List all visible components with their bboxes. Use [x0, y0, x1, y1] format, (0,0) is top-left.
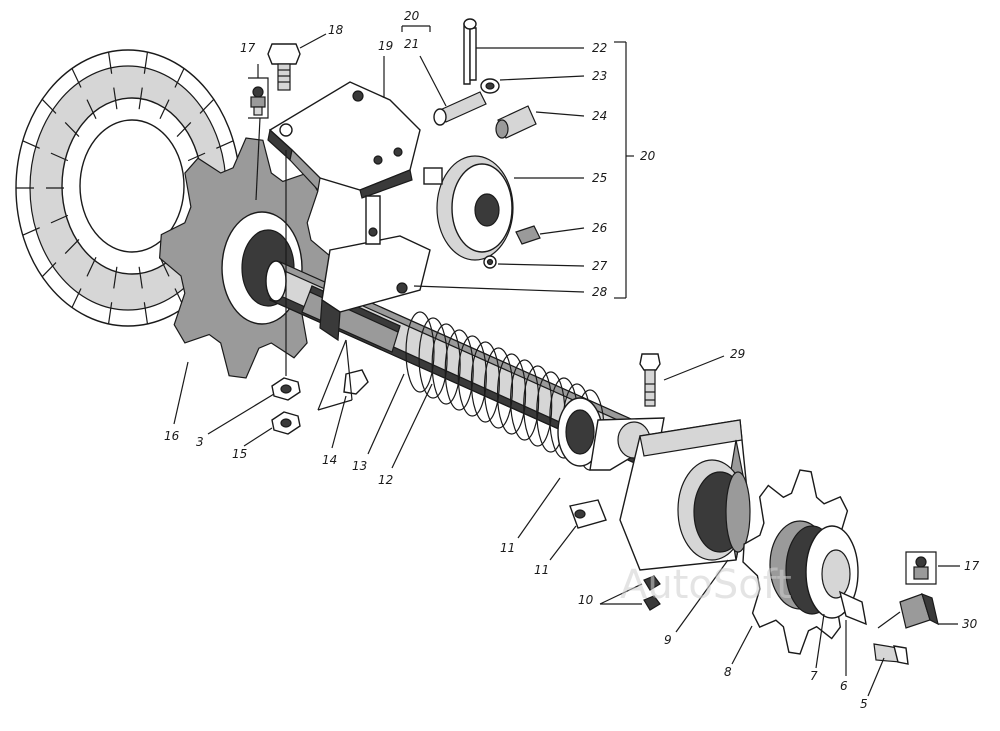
- spring-coil: [457, 335, 487, 417]
- nut-15: [271, 411, 301, 435]
- wheel-cleat: [41, 262, 57, 278]
- wheel-slot: [50, 214, 69, 224]
- callout-7: 7: [810, 669, 818, 683]
- callout-20-side: 20: [640, 149, 656, 163]
- wheel-cleat: [107, 302, 113, 324]
- wheel-slot: [113, 87, 118, 110]
- wheel-slot: [113, 266, 118, 289]
- plug-26: [515, 225, 541, 245]
- leader-lines: [173, 33, 960, 697]
- callout-11-upper: 11: [500, 541, 515, 555]
- swing-arm-28: [319, 195, 431, 342]
- wheel-cleat: [174, 68, 185, 88]
- sleeve-9: [725, 471, 751, 553]
- callout-23: 23: [592, 69, 607, 83]
- callout-26: 26: [592, 221, 608, 235]
- wheel-cleat: [22, 227, 40, 236]
- bolt-18: [267, 43, 301, 91]
- wheel-slot: [159, 257, 170, 277]
- bolt-5: [873, 643, 909, 665]
- spring-coil: [431, 323, 461, 405]
- wheel-slot: [86, 257, 97, 277]
- spring-coil: [523, 365, 553, 447]
- washer-23: [480, 78, 500, 94]
- callout-25: 25: [592, 171, 607, 185]
- nut-30: [899, 592, 939, 629]
- callout-13: 13: [352, 459, 367, 473]
- nuts-10: [643, 575, 661, 611]
- bolt-29: [639, 353, 661, 407]
- callout-9: 9: [664, 633, 672, 647]
- callout-22: 22: [592, 41, 607, 55]
- callout-6: 6: [840, 679, 848, 693]
- bushing-24: [495, 105, 537, 139]
- wheel-cleat: [107, 52, 113, 74]
- callout-16: 16: [164, 429, 180, 443]
- wheel-slot: [138, 266, 143, 289]
- wheel-slot: [86, 99, 97, 119]
- spring-coil: [418, 317, 448, 399]
- screw-27: [483, 255, 497, 269]
- callout-29: 29: [730, 347, 745, 361]
- wheel-cleat: [71, 288, 82, 308]
- callout-19: 19: [378, 39, 393, 53]
- spring-coil: [444, 329, 474, 411]
- grease-fitting-17-right: [905, 551, 937, 585]
- callout-15: 15: [232, 447, 247, 461]
- wheel-cleat: [41, 98, 57, 114]
- callout-8: 8: [724, 665, 732, 679]
- callout-12: 12: [378, 473, 393, 487]
- callout-18: 18: [328, 23, 344, 37]
- wheel-cleat: [71, 68, 82, 88]
- callout-14: 14: [322, 453, 337, 467]
- wheel-slot: [138, 87, 143, 110]
- spring-coil: [510, 359, 540, 441]
- callout-17-top: 17: [240, 41, 256, 55]
- idler-wheel-25: [423, 155, 514, 261]
- callout-24: 24: [592, 109, 607, 123]
- callout-30: 30: [962, 617, 978, 631]
- cotter-pin-22: [463, 18, 477, 85]
- wheel-slot: [159, 99, 170, 119]
- callout-5: 5: [860, 697, 868, 711]
- spring-coil: [405, 311, 435, 393]
- callout-28: 28: [592, 285, 608, 299]
- wheel-slot: [187, 152, 206, 162]
- callout-27: 27: [592, 259, 608, 273]
- roller-bearing-cage: [557, 397, 603, 467]
- nut-3: [271, 377, 301, 401]
- spring-coil: [496, 353, 527, 435]
- pin-21: [433, 91, 487, 126]
- wheel-cleat: [199, 98, 215, 114]
- spring-coil: [483, 347, 514, 429]
- bolt-14: [343, 369, 369, 395]
- wheel-cleat: [22, 140, 40, 149]
- wheel-slot: [64, 122, 80, 137]
- lock-plate-6: [838, 590, 867, 626]
- spring-coil: [470, 341, 500, 423]
- watermark: AutoSoft: [620, 562, 792, 608]
- callout-17-right: 17: [964, 559, 980, 573]
- callout-labels: 18 17 19 20 21 22 23 24 20 25 26 27 28 2…: [164, 9, 980, 711]
- wheel-slot: [64, 239, 80, 254]
- wheel-slot: [50, 152, 69, 162]
- callout-11-lower: 11: [534, 563, 549, 577]
- wheel-cleat: [143, 302, 149, 324]
- wheel-cleat: [143, 52, 149, 74]
- callout-3: 3: [196, 435, 204, 449]
- wheel-slot: [176, 122, 192, 137]
- callout-21: 21: [404, 37, 419, 51]
- grease-fitting-17-top: [248, 77, 269, 119]
- callout-20-top: 20: [404, 9, 420, 23]
- wheel-cleat: [216, 140, 234, 149]
- callout-10: 10: [578, 593, 594, 607]
